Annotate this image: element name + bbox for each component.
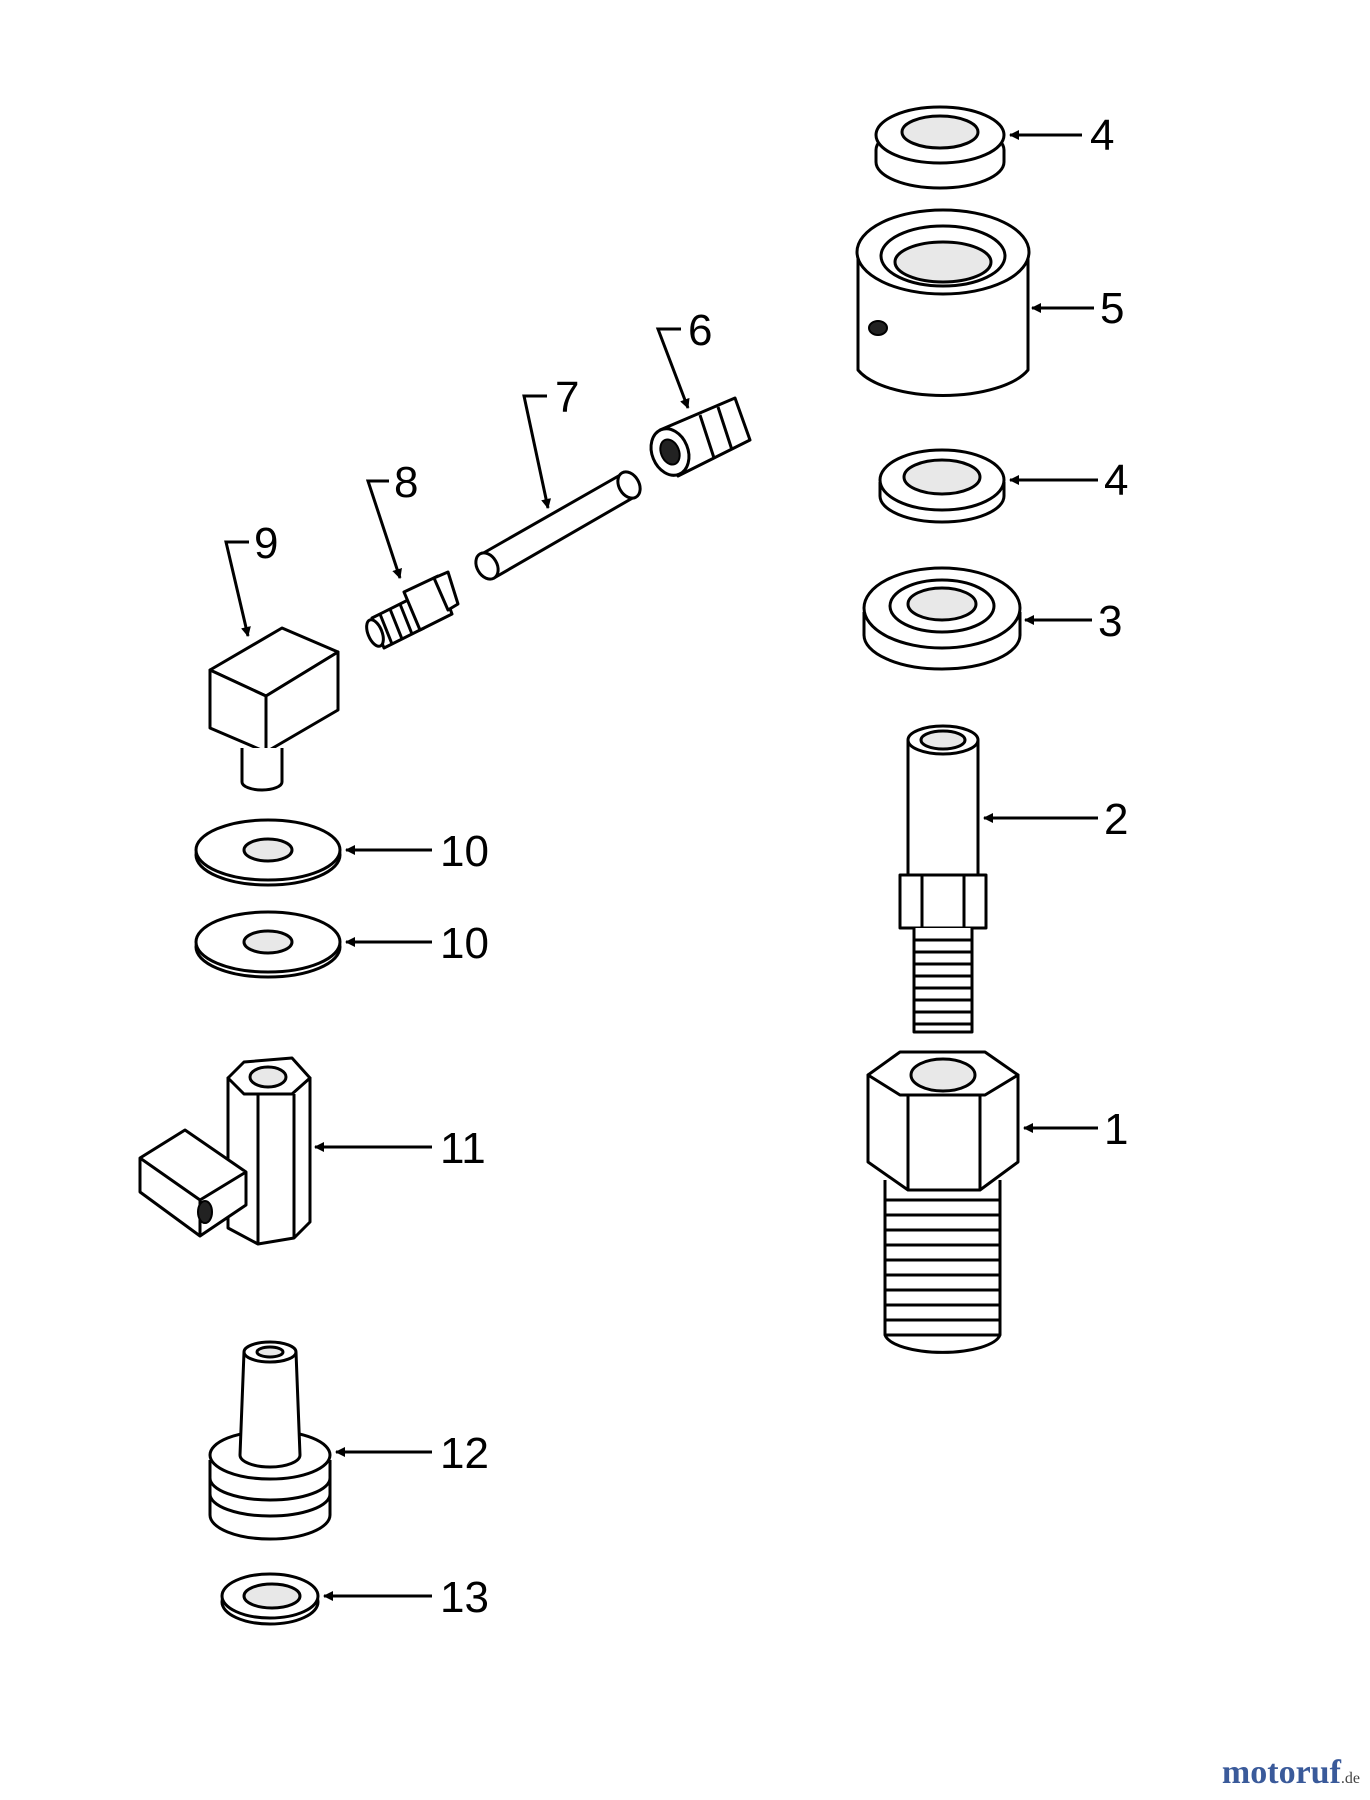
callout-6: 6 [688,306,712,355]
callout-5: 5 [1100,284,1124,333]
callout-4-top: 4 [1090,111,1114,160]
part-4-top-ring [874,105,1006,190]
leader-6 [655,327,690,409]
part-12-nozzle [208,1340,332,1541]
leader-9 [224,540,251,637]
callout-10-top: 10 [440,827,489,876]
callout-12: 12 [440,1429,489,1478]
watermark-logo: motoruf.de [1222,1754,1360,1792]
callout-9: 9 [254,519,278,568]
part-6-nut [649,396,752,478]
callout-11: 11 [440,1124,486,1173]
part-10-washer-bottom [194,910,342,979]
part-2-shaft [898,724,988,1034]
part-13-o-ring [220,1572,320,1626]
part-3-bearing [862,566,1022,671]
callout-1: 1 [1104,1105,1128,1154]
leader-8 [365,479,402,579]
leader-7 [522,394,552,509]
callout-8: 8 [394,458,418,507]
part-8-fitting [365,570,460,650]
callout-7: 7 [555,373,579,422]
watermark-text: motoruf [1221,1754,1341,1791]
watermark-suffix: .de [1340,1770,1360,1787]
part-7-tube [474,470,642,581]
callout-2: 2 [1104,795,1128,844]
callout-10-bottom: 10 [440,919,489,968]
callout-3: 3 [1098,597,1122,646]
part-10-washer-top [194,818,342,887]
part-11-tee [138,1056,312,1246]
part-1-hex-adapter [866,1050,1020,1354]
part-4-lower-ring [878,448,1006,524]
callout-13: 13 [440,1573,489,1622]
callout-4-lower: 4 [1104,456,1128,505]
part-5-sleeve [855,208,1031,397]
part-9-elbow [208,626,340,792]
